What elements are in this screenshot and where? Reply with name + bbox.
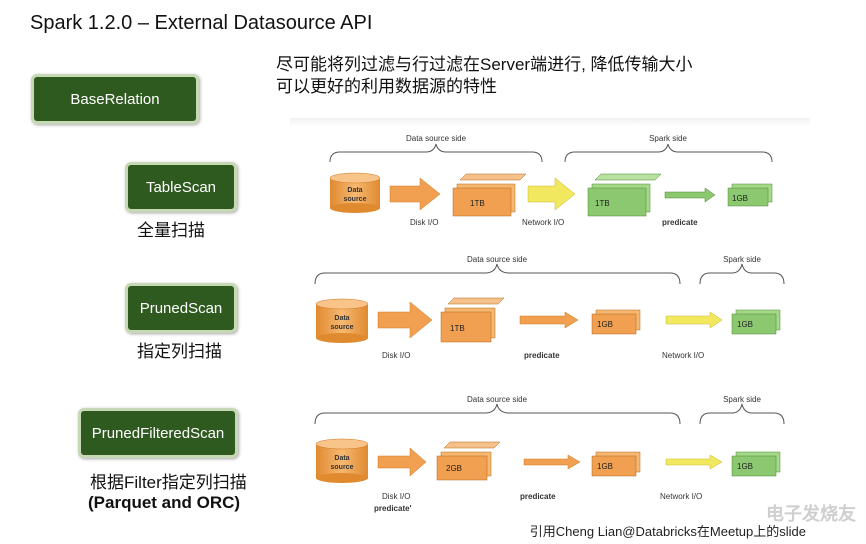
svg-text:1GB: 1GB: [737, 462, 753, 471]
watermark-logo: 电子发烧友: [766, 504, 856, 524]
table-scan-box: TableScan: [125, 162, 237, 212]
row3-stack-1: 2GB: [436, 441, 501, 481]
data-flow-diagram: Data source side Spark side Data source …: [314, 134, 785, 513]
row3-spark-label: Spark side: [723, 395, 761, 404]
footer-citation: 引用Cheng Lian@Databricks在Meetup上的slide: [529, 524, 806, 539]
row3-arrow-2: [523, 454, 581, 470]
svg-text:1TB: 1TB: [470, 199, 485, 208]
row1-spark-label: Spark side: [649, 134, 687, 143]
row1-data-source-cylinder: Data source: [329, 172, 381, 213]
row2-predicate-label: predicate: [524, 351, 560, 360]
row1-data-source-brace: [329, 143, 543, 163]
row1-predicate-label: predicate: [662, 218, 698, 227]
row2-diagram: Data source side Spark side Data source …: [314, 255, 785, 360]
svg-text:Data: Data: [334, 455, 349, 462]
row3-arrow-1: [377, 447, 427, 477]
svg-text:1GB: 1GB: [732, 194, 748, 203]
svg-text:2GB: 2GB: [446, 464, 462, 473]
page-title: Spark 1.2.0 – External Datasource API: [30, 12, 373, 34]
row2-network-io-label: Network I/O: [662, 351, 704, 360]
row2-stack-3: 1GB: [731, 309, 781, 335]
row2-data-source-brace: [314, 263, 681, 285]
row2-stack-1: 1TB: [440, 297, 505, 343]
pruned-scan-box: PrunedScan: [125, 283, 237, 333]
row3-arrow-3: [665, 454, 723, 470]
row2-arrow-1: [377, 301, 433, 339]
svg-text:1GB: 1GB: [597, 462, 613, 471]
row2-arrow-2: [519, 311, 579, 329]
row3-data-source-brace: [314, 403, 681, 425]
row1-spark-brace: [564, 143, 773, 163]
row1-data-source-label: Data source side: [406, 134, 467, 143]
row1-arrow-3: [664, 187, 716, 203]
description-line-2: 可以更好的利用数据源的特性: [276, 77, 497, 96]
row1-arrow-1: [389, 177, 441, 211]
row2-spark-brace: [699, 263, 785, 285]
row2-spark-label: Spark side: [723, 255, 761, 264]
svg-text:Data: Data: [334, 315, 349, 322]
base-relation-box: BaseRelation: [31, 74, 199, 124]
pruned-filtered-scan-caption-2: (Parquet and ORC): [88, 493, 241, 512]
row3-stack-3: 1GB: [731, 451, 781, 477]
row1-network-io-label: Network I/O: [522, 218, 564, 227]
svg-text:1GB: 1GB: [737, 320, 753, 329]
row3-data-source-cylinder: Data source: [315, 438, 369, 483]
svg-text:1TB: 1TB: [595, 199, 610, 208]
svg-text:source: source: [331, 324, 354, 331]
row3-spark-brace: [699, 403, 785, 425]
row2-arrow-3: [665, 311, 723, 329]
row2-disk-io-label: Disk I/O: [382, 351, 410, 360]
description: 尽可能将列过滤与行过滤在Server端进行, 降低传输大小 可以更好的利用数据源…: [276, 54, 693, 98]
pruned-filtered-scan-box: PrunedFilteredScan: [78, 408, 238, 458]
row3-network-io-label: Network I/O: [660, 492, 702, 501]
row1-disk-io-label: Disk I/O: [410, 218, 438, 227]
pruned-scan-caption: 指定列扫描: [137, 342, 222, 361]
row1-diagram: Data source side Spark side Data source …: [329, 134, 773, 227]
row2-data-source-label: Data source side: [467, 255, 528, 264]
description-line-1: 尽可能将列过滤与行过滤在Server端进行, 降低传输大小: [276, 55, 693, 74]
row3-predicate-label: predicate: [520, 492, 556, 501]
svg-text:1GB: 1GB: [597, 320, 613, 329]
svg-text:source: source: [344, 196, 367, 203]
row3-disk-io-label: Disk I/O: [382, 492, 410, 501]
pruned-filtered-scan-caption: 根据Filter指定列扫描: [90, 473, 247, 492]
row2-data-source-cylinder: Data source: [315, 298, 369, 343]
table-scan-caption: 全量扫描: [137, 221, 205, 240]
row2-stack-2: 1GB: [591, 309, 641, 335]
row1-arrow-2: [527, 177, 576, 211]
row1-stack-2: 1TB: [587, 173, 662, 217]
svg-text:source: source: [331, 464, 354, 471]
diagram-panel-shadow: [290, 118, 810, 126]
row3-stack-2: 1GB: [591, 451, 641, 477]
row1-stack-3: 1GB: [727, 183, 773, 207]
svg-text:1TB: 1TB: [450, 324, 465, 333]
row3-data-source-label: Data source side: [467, 395, 528, 404]
svg-text:Data: Data: [347, 187, 362, 194]
row1-stack-1: 1TB: [452, 173, 527, 217]
row3-diagram: Data source side Spark side Data source …: [314, 395, 785, 513]
row3-predicate-prime-label: predicate': [374, 504, 412, 513]
